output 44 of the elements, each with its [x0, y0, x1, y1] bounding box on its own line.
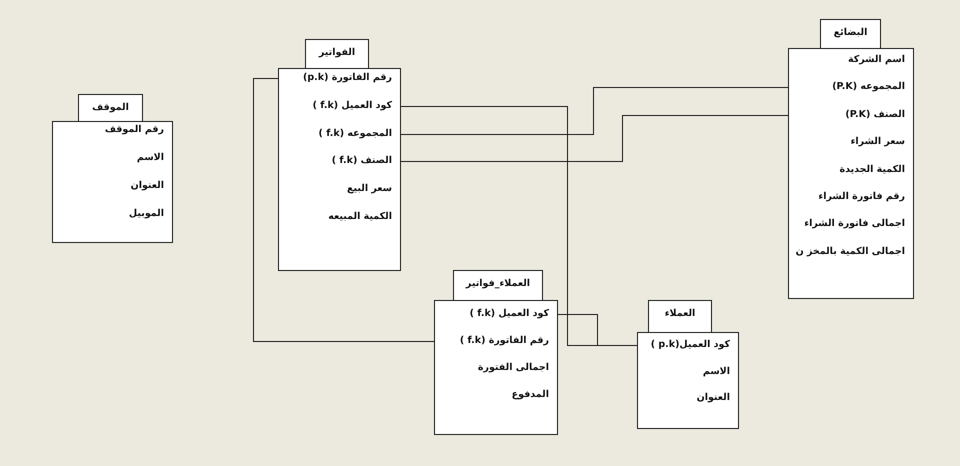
- field-name: المدفوع: [512, 388, 549, 402]
- field-name: رقم الموقف: [104, 123, 164, 137]
- field-name: رقم الفاتورة (f.k ): [460, 334, 549, 348]
- field-name: رقم الفاتورة (p.k): [302, 71, 392, 85]
- field-name: العنوان: [130, 179, 164, 193]
- field-name: كود العميل(p.k ): [650, 338, 730, 352]
- table-title: الفواتير: [318, 46, 356, 60]
- table-title-tab: [305, 39, 369, 69]
- field-name: كود العميل (f.k ): [312, 98, 392, 113]
- field-name: سعر الشراء: [850, 135, 905, 150]
- field-name: الكمية الجديدة: [840, 162, 905, 177]
- table-box: [788, 48, 914, 299]
- field-name: الصنف (f.k ): [332, 154, 392, 168]
- table-box: [278, 68, 401, 271]
- field-name: كود العميل (f.k ): [470, 307, 549, 321]
- connector-line: [558, 314, 638, 346]
- field-name: الكمية المبيعه: [328, 210, 392, 224]
- field-name: الصنف (P.K): [845, 108, 905, 122]
- table-title-tab: [648, 300, 712, 333]
- field-name: الاسم: [136, 151, 164, 165]
- connector-line: [400, 115, 788, 162]
- field-name: اجمالى فاتورة الشراء: [804, 217, 905, 232]
- field-name: المجموعه (f.k ): [318, 126, 392, 141]
- table-title: البضائع: [834, 26, 868, 40]
- connector-line: [400, 87, 788, 135]
- table-box: [434, 300, 558, 435]
- field-name: سعر البيع: [347, 182, 392, 196]
- table-title: العملاء_فواتير: [466, 277, 530, 291]
- table-title: العملاء: [664, 307, 696, 321]
- field-name: العنوان: [696, 391, 730, 405]
- table-title-tab: [453, 270, 543, 301]
- field-name: اسم الشركة: [848, 53, 905, 67]
- table-title: الموقف: [92, 101, 129, 115]
- table-box: [637, 332, 739, 429]
- table-title-tab: [78, 94, 143, 122]
- field-name: الاسم: [702, 364, 730, 378]
- field-name: اجمالى الفتورة: [478, 361, 549, 375]
- table-title-tab: [820, 19, 881, 49]
- connector-line: [253, 78, 434, 342]
- field-name: رقم فاتورة الشراء: [818, 190, 905, 204]
- field-name: الموبيل: [128, 207, 164, 221]
- table-box: [52, 121, 173, 243]
- field-name: المجموعه (P.K): [832, 80, 905, 94]
- field-name: اجمالى الكمية بالمخز ن: [796, 244, 905, 259]
